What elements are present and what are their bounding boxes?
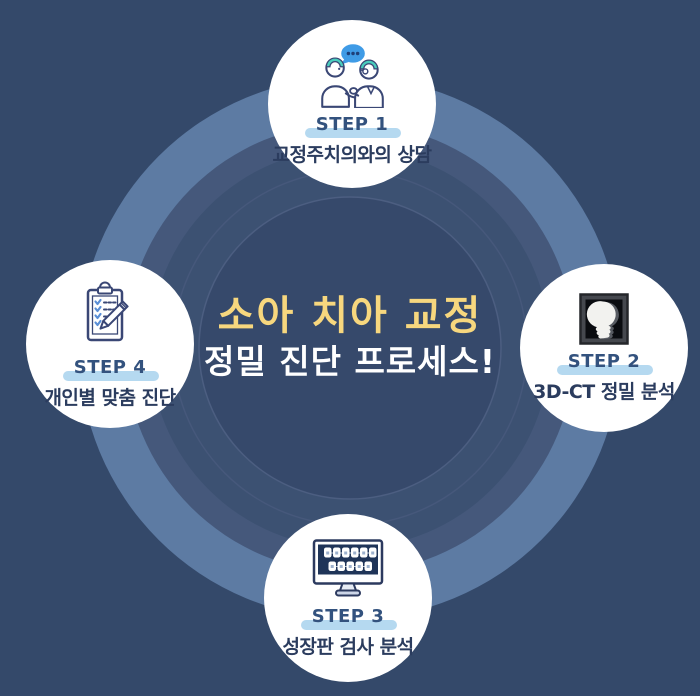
step-card-2: STEP 2 3D-CT 정밀 분석	[520, 264, 688, 432]
label-highlight-pill	[62, 370, 160, 381]
step-number-label: STEP 2	[567, 351, 641, 372]
step-caption: 개인별 맞춤 진단	[44, 386, 176, 409]
step-number-label: STEP 4	[73, 357, 147, 378]
step-caption: 성장판 검사 분석	[282, 635, 414, 658]
step-caption: 교정주치의와의 상담	[272, 143, 432, 166]
label-highlight-pill	[304, 127, 402, 138]
label-highlight-pill	[300, 619, 398, 630]
step-label-wrap: STEP 2	[556, 351, 654, 375]
teeth-monitor-icon	[309, 538, 387, 600]
checklist-pencil-icon	[73, 279, 147, 351]
doctor-consultation-icon	[313, 42, 391, 108]
main-title: 소아 치아 교정	[217, 293, 483, 339]
step-label-wrap: STEP 4	[62, 357, 160, 381]
main-subtitle: 정밀 진단 프로세스!	[204, 342, 496, 381]
step-card-1: STEP 1 교정주치의와의 상담	[268, 20, 436, 188]
step-caption: 3D-CT 정밀 분석	[533, 380, 675, 403]
ct-scan-icon	[579, 292, 629, 345]
label-highlight-pill	[556, 364, 654, 375]
center-title-block: 소아 치아 교정 정밀 진단 프로세스!	[0, 294, 700, 380]
step-label-wrap: STEP 1	[304, 114, 402, 138]
step-label-wrap: STEP 3	[300, 606, 398, 630]
step-number-label: STEP 3	[311, 606, 385, 627]
step-card-4: STEP 4 개인별 맞춤 진단	[26, 260, 194, 428]
step-card-3: STEP 3 성장판 검사 분석	[264, 514, 432, 682]
step-number-label: STEP 1	[315, 114, 389, 135]
